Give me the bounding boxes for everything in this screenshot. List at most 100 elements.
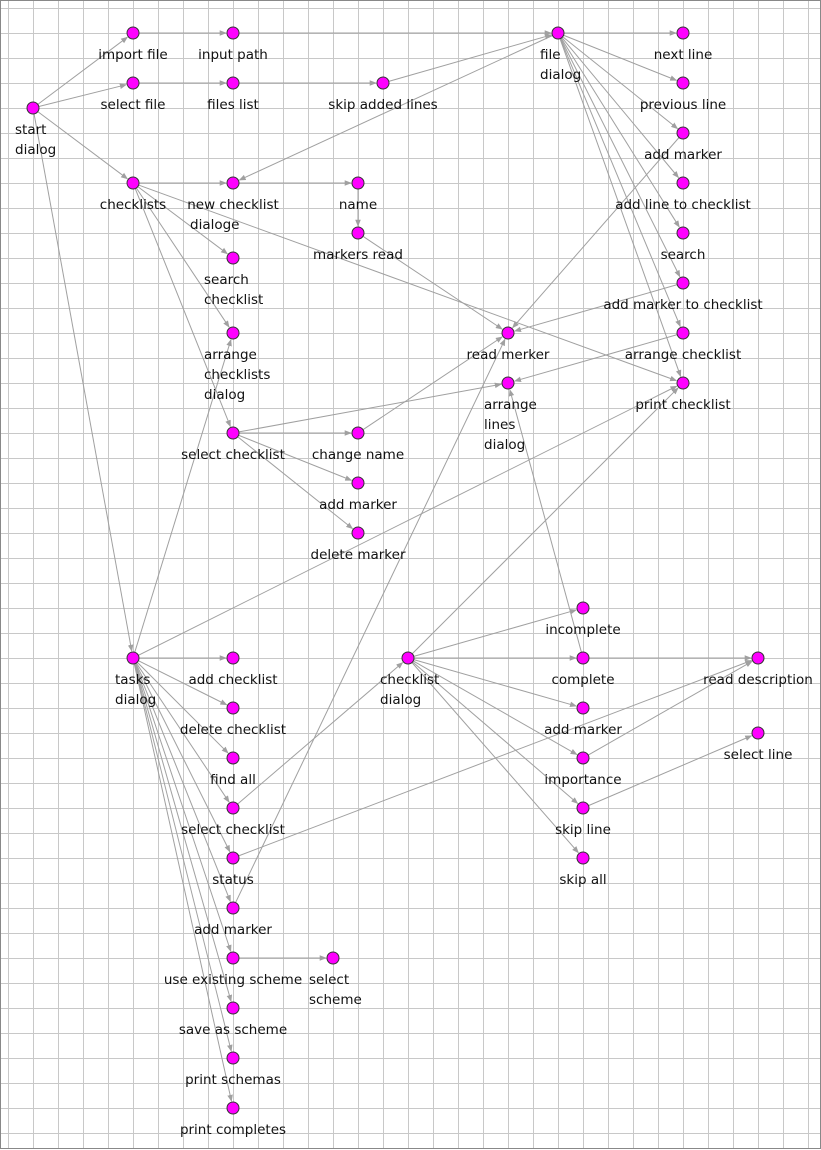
node-change-name[interactable] [351, 426, 365, 440]
edge-checklists-to-arrange-checklists [135, 187, 230, 328]
edge-importance-to-read-description [587, 661, 753, 756]
edge-markers-read-to-read-merker [362, 235, 503, 330]
label-tasks-line-1: tasks [115, 672, 150, 688]
node-input-path[interactable] [226, 26, 240, 40]
node-t-add-marker[interactable] [226, 901, 240, 915]
label-search-checklist-line-1: search [204, 272, 249, 288]
node-incomplete[interactable] [576, 601, 590, 615]
edge-skip-added-to-file-dialog [388, 33, 552, 82]
edge-file-dialog-to-previous-line [563, 34, 678, 81]
label-complete: complete [551, 672, 614, 688]
label-delete-checklist: delete checklist [180, 722, 286, 738]
node-complete[interactable] [576, 651, 590, 665]
node-save-as-scheme[interactable] [226, 1001, 240, 1015]
label-print-schemas: print schemas [185, 1072, 281, 1088]
node-t-select-checklist[interactable] [226, 801, 240, 815]
label-sc-add-marker: add marker [319, 497, 397, 513]
node-cd-add-marker[interactable] [576, 701, 590, 715]
label-fd-add-marker: add marker [644, 147, 722, 163]
node-read-merker[interactable] [501, 326, 515, 340]
node-add-checklist[interactable] [226, 651, 240, 665]
label-start-line-2: dialog [15, 142, 56, 158]
edge-file-dialog-to-print-checklist [559, 38, 682, 378]
label-arrange-lines-line-1: arrange [484, 397, 537, 413]
node-read-description[interactable] [751, 651, 765, 665]
label-previous-line: previous line [640, 97, 726, 113]
node-arrange-checklist[interactable] [676, 326, 690, 340]
node-skip-all[interactable] [576, 851, 590, 865]
label-next-line: next line [654, 47, 713, 63]
node-tasks[interactable] [126, 651, 140, 665]
label-arrange-lines-line-2: lines [484, 417, 515, 433]
edge-t-add-marker-to-read-merker [235, 338, 506, 903]
node-start[interactable] [26, 101, 40, 115]
label-print-completes: print completes [180, 1122, 286, 1138]
edge-checklist-dialog-to-incomplete [413, 608, 577, 657]
node-files-list[interactable] [226, 76, 240, 90]
node-import-file[interactable] [126, 26, 140, 40]
edge-tasks-to-arrange-checklists [134, 339, 232, 653]
node-add-marker-to-checklist[interactable] [676, 276, 690, 290]
node-skip-added[interactable] [376, 76, 390, 90]
label-search-checklist-line-2: checklist [204, 292, 263, 308]
node-print-schemas[interactable] [226, 1051, 240, 1065]
label-change-name: change name [312, 447, 404, 463]
node-checklist-dialog[interactable] [401, 651, 415, 665]
node-file-dialog[interactable] [551, 26, 565, 40]
node-delete-marker[interactable] [351, 526, 365, 540]
edge-fd-add-marker-to-read-merker [512, 137, 680, 329]
edge-file-dialog-to-fd-search [560, 37, 680, 228]
node-markers-read[interactable] [351, 226, 365, 240]
edge-select-checklist-to-arrange-lines [238, 382, 502, 433]
node-select-line[interactable] [751, 726, 765, 740]
label-importance: importance [544, 772, 621, 788]
label-markers-read: markers read [313, 247, 403, 263]
node-delete-checklist[interactable] [226, 701, 240, 715]
node-print-completes[interactable] [226, 1101, 240, 1115]
edge-tasks-to-use-existing [134, 663, 232, 953]
node-print-checklist[interactable] [676, 376, 690, 390]
node-select-checklist[interactable] [226, 426, 240, 440]
edge-t-select-checklist-to-checklist-dialog [237, 662, 404, 805]
label-t-select-checklist: select checklist [181, 822, 285, 838]
label-skip-all: skip all [559, 872, 606, 888]
node-previous-line[interactable] [676, 76, 690, 90]
node-status[interactable] [226, 851, 240, 865]
node-fd-search[interactable] [676, 226, 690, 240]
label-name: name [339, 197, 377, 213]
label-checklists: checklists [100, 197, 166, 213]
node-arrange-checklists[interactable] [226, 326, 240, 340]
label-read-description: read description [703, 672, 813, 688]
edge-file-dialog-to-fd-add-marker [562, 36, 679, 130]
node-skip-line[interactable] [576, 801, 590, 815]
node-select-scheme[interactable] [326, 951, 340, 965]
label-file-dialog-line-1: file [540, 47, 561, 63]
node-select-file[interactable] [126, 76, 140, 90]
node-fd-add-marker[interactable] [676, 126, 690, 140]
label-fd-search: search [661, 247, 706, 263]
node-importance[interactable] [576, 751, 590, 765]
label-arrange-checklists-line-1: arrange [204, 347, 257, 363]
label-cd-add-marker: add marker [544, 722, 622, 738]
node-add-line-to-checklist[interactable] [676, 176, 690, 190]
edge-add-marker-to-checklist-to-read-merker [514, 284, 678, 333]
node-sc-add-marker[interactable] [351, 476, 365, 490]
edge-start-to-import-file [37, 36, 128, 105]
edge-file-dialog-to-add-marker-to-checklist [560, 38, 681, 278]
node-arrange-lines[interactable] [501, 376, 515, 390]
node-search-checklist[interactable] [226, 251, 240, 265]
node-checklists[interactable] [126, 176, 140, 190]
edge-tasks-to-delete-checklist [138, 660, 228, 706]
edge-start-to-tasks [33, 113, 134, 652]
label-tasks-line-2: dialog [115, 692, 156, 708]
edge-checklists-to-select-checklist [134, 188, 231, 428]
label-new-checklist-line-2: dialoge [190, 217, 239, 233]
node-name[interactable] [351, 176, 365, 190]
node-next-line[interactable] [676, 26, 690, 40]
label-add-marker-to-checklist: add marker to checklist [603, 297, 762, 313]
label-arrange-checklist: arrange checklist [625, 347, 741, 363]
node-new-checklist[interactable] [226, 176, 240, 190]
edge-start-to-select-file [38, 83, 127, 108]
node-use-existing[interactable] [226, 951, 240, 965]
node-find-all[interactable] [226, 751, 240, 765]
